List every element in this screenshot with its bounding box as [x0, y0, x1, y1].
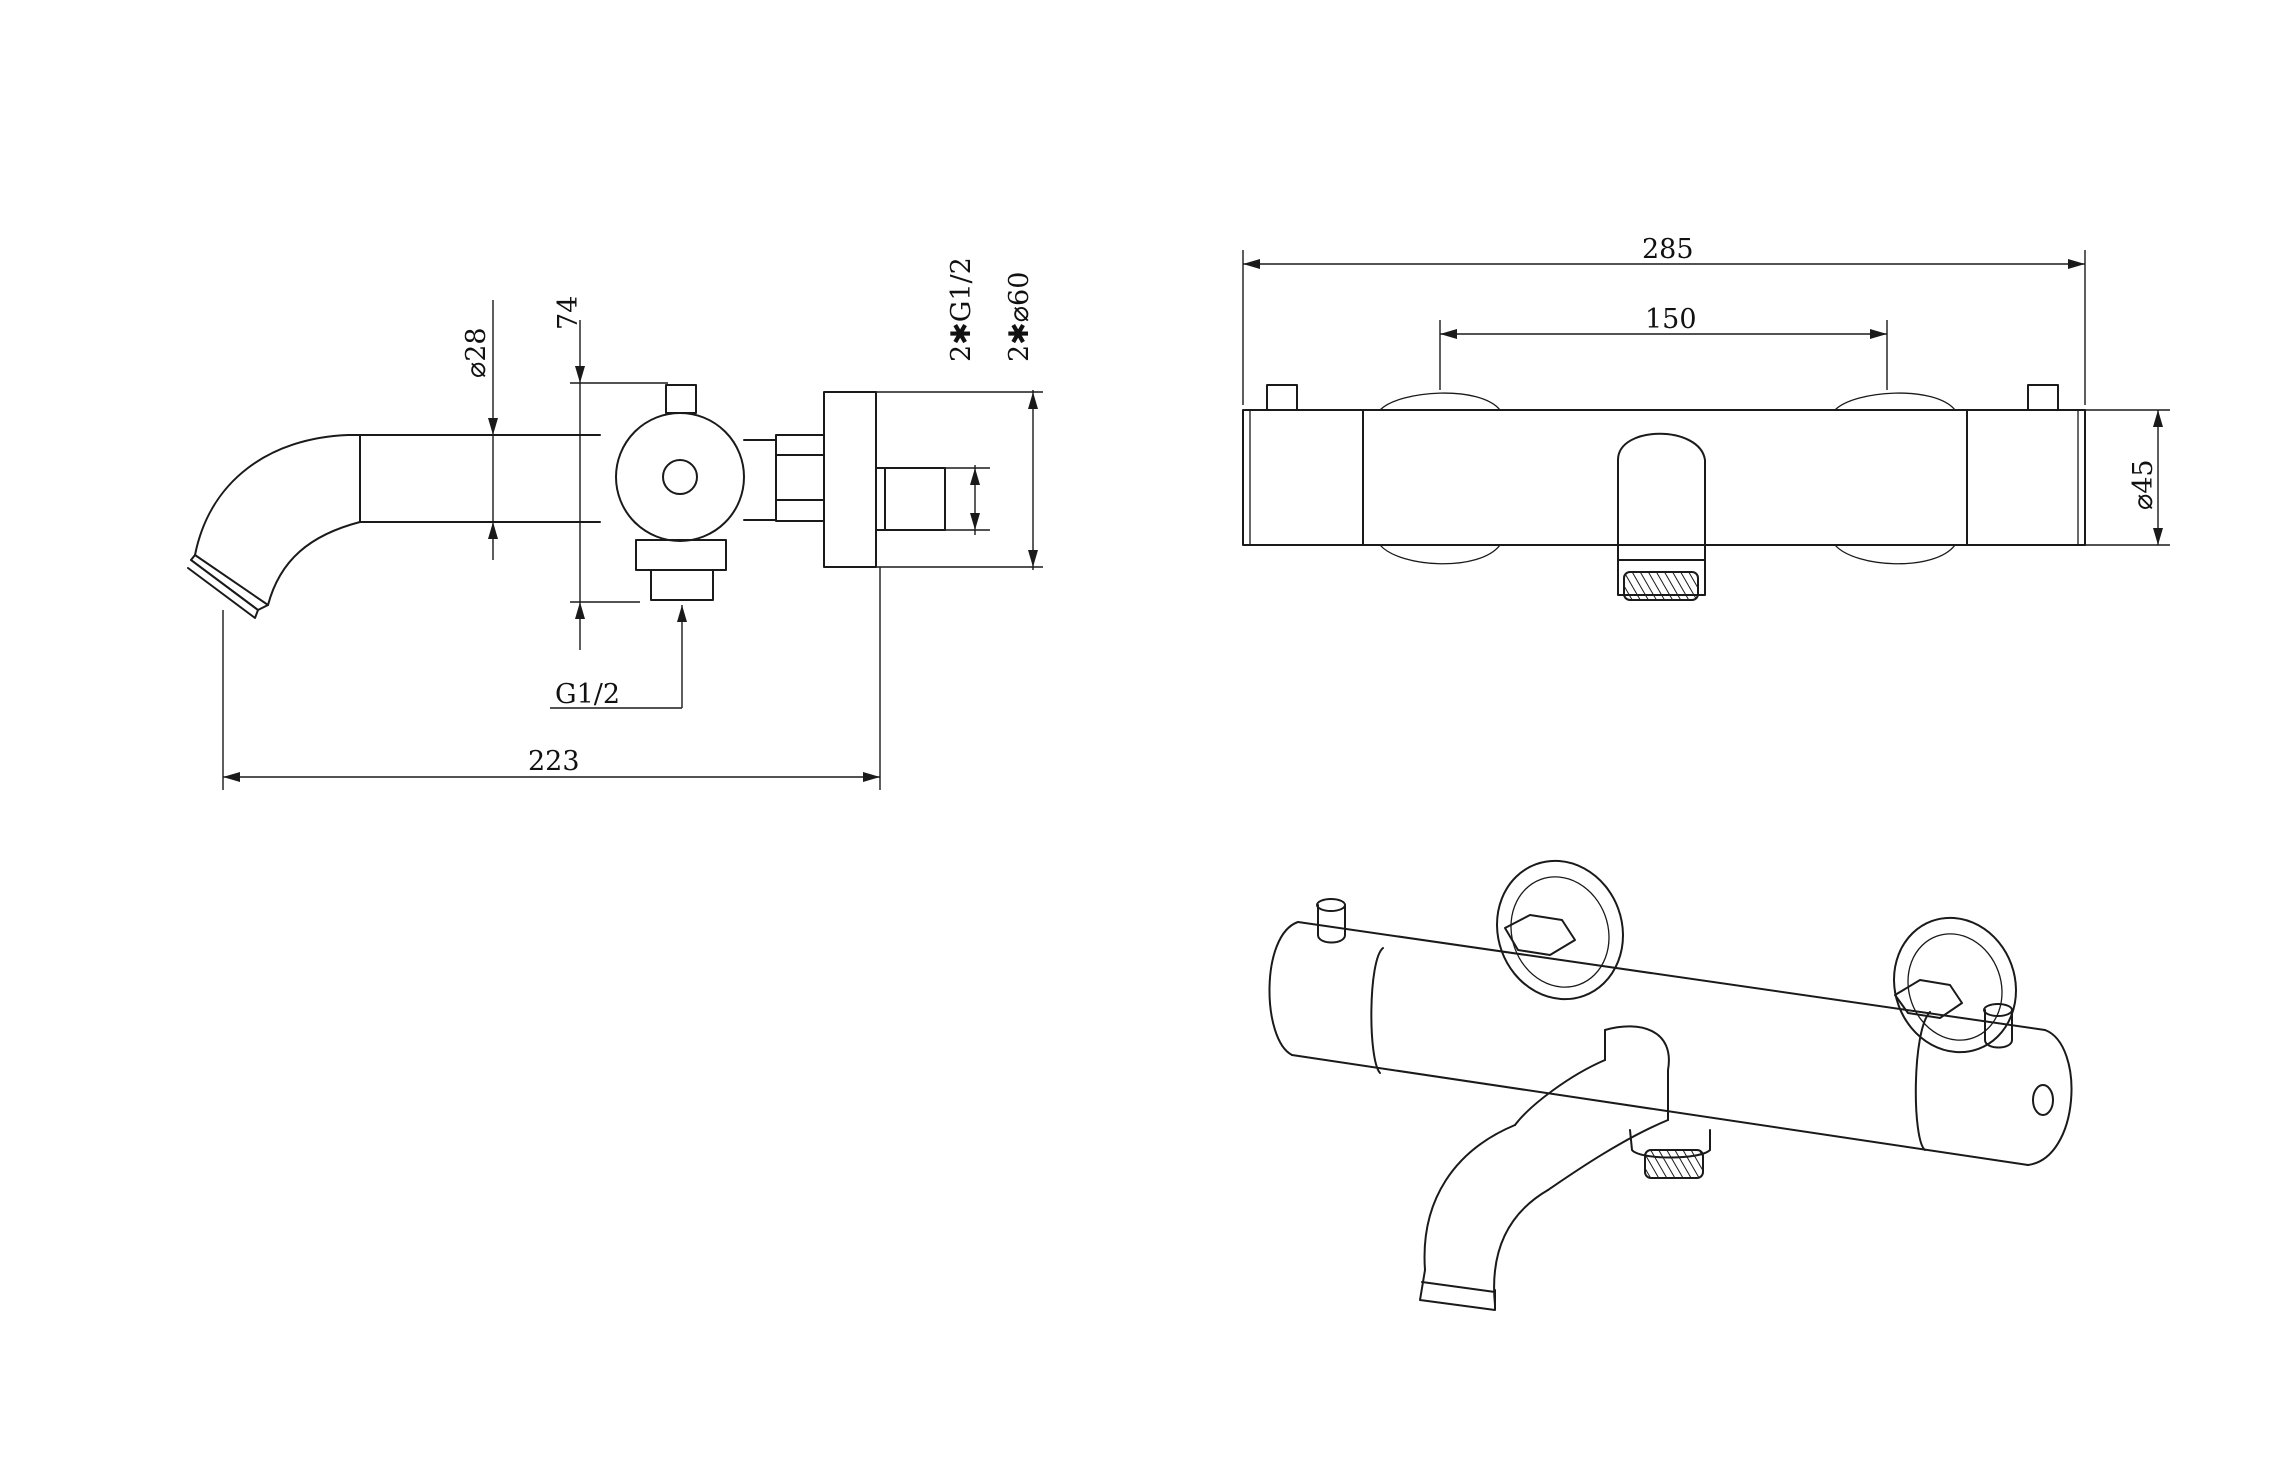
dim-diameter-28: ⌀28 [461, 300, 498, 560]
dim-285: 285 [1242, 234, 2086, 405]
dim-diameter-45: ⌀45 [2085, 409, 2170, 546]
dim-2xg12: 2✱G1/2 [945, 257, 990, 535]
valve-body [615, 384, 946, 601]
dim-2xg12-label: 2✱G1/2 [946, 257, 977, 362]
dim-150-label: 150 [1645, 304, 1697, 335]
iso-view [1268, 859, 2073, 1311]
iso-spout [1419, 1025, 1670, 1311]
dim-g12-label: G1/2 [555, 679, 620, 710]
dim-74-label: 74 [553, 296, 584, 330]
side-view: ⌀28 74 2✱G1/2 2✱⌀60 [187, 257, 1043, 790]
dim-285-label: 285 [1642, 234, 1694, 265]
mixer-body [1242, 409, 2086, 546]
dim-diameter-45-label: ⌀45 [2128, 459, 2159, 510]
dim-223: 223 [222, 567, 881, 790]
dim-g12: G1/2 [550, 605, 687, 710]
iso-body [1268, 921, 2073, 1166]
dim-223-label: 223 [528, 746, 580, 777]
dim-150: 150 [1439, 304, 1888, 390]
spout [187, 434, 601, 619]
front-spout [1617, 432, 1706, 601]
iso-pins [1316, 898, 2013, 1049]
dim-diameter-28-label: ⌀28 [461, 327, 492, 378]
front-view: 285 150 ⌀45 [1242, 234, 2170, 601]
iso-outlet [1629, 1129, 1711, 1179]
dim-2xd60: 2✱⌀60 [876, 272, 1043, 570]
dim-74: 74 [553, 296, 668, 650]
dim-2xd60-label: 2✱⌀60 [1004, 272, 1035, 362]
